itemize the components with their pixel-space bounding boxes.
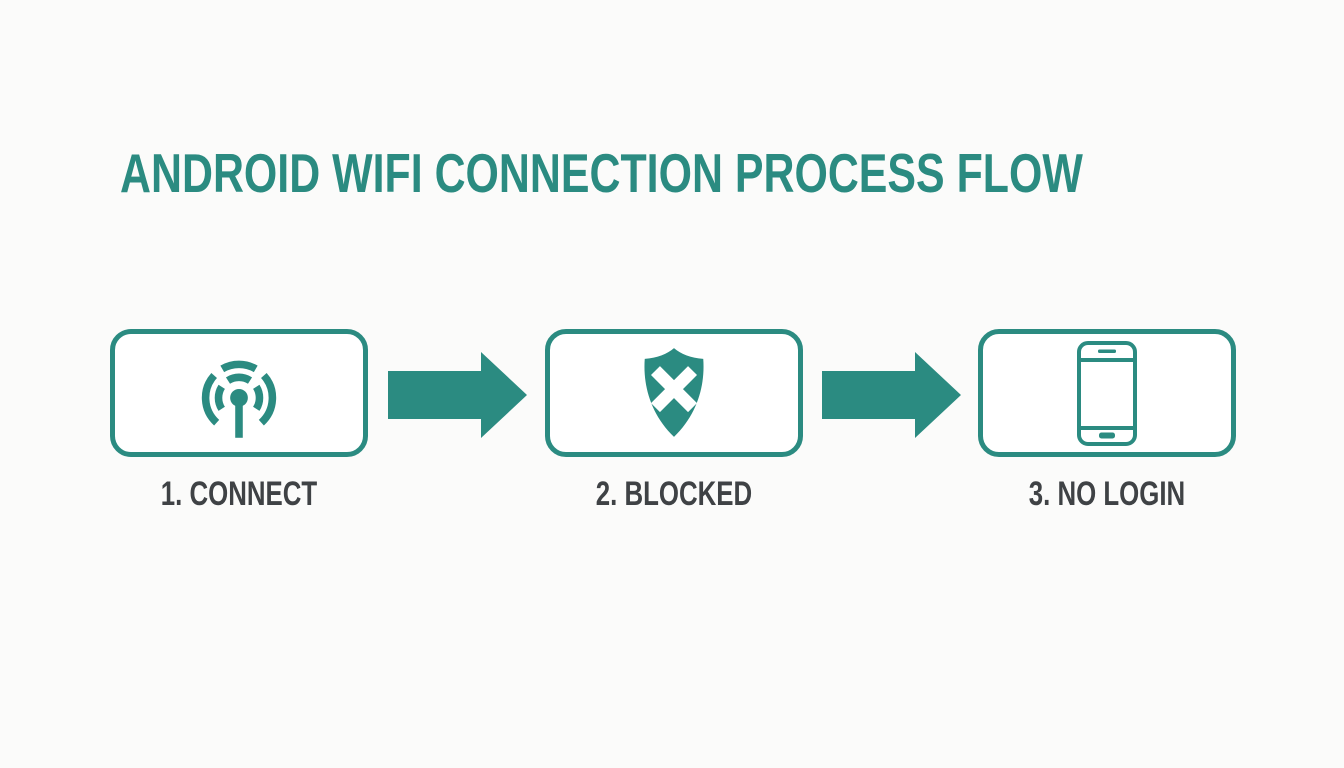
step-label-wrap-no-login: 3. NO LOGIN [978,477,1236,511]
step-box-connect [110,329,368,457]
arrow-right-icon [822,352,961,438]
step-label-connect: 1. CONNECT [160,475,318,513]
page-title: ANDROID WIFI CONNECTION PROCESS FLOW [120,142,1083,204]
step-box-blocked [545,329,803,457]
wifi-broadcast-icon [201,360,277,438]
step-label-blocked: 2. BLOCKED [595,475,753,513]
arrow-right-icon [388,352,527,438]
shield-x-icon [644,348,704,437]
smartphone-icon [1077,340,1137,446]
step-label-no-login: 3. NO LOGIN [1028,475,1186,513]
step-box-no-login [978,329,1236,457]
step-label-wrap-blocked: 2. BLOCKED [545,477,803,511]
step-label-wrap-connect: 1. CONNECT [110,477,368,511]
